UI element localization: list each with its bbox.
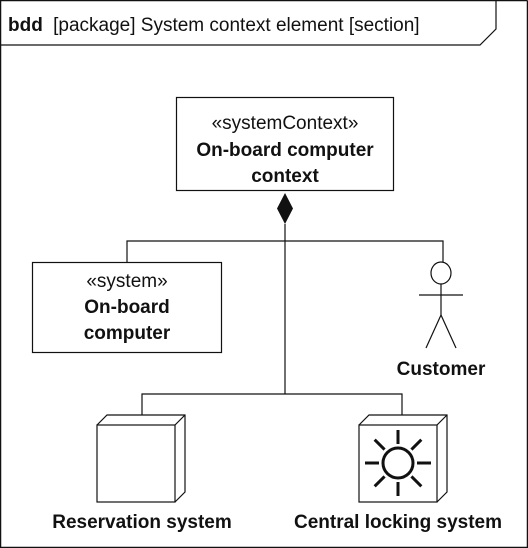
customer-label: Customer (397, 359, 486, 380)
frame-header-text: [package] System context element [sectio… (53, 15, 419, 36)
locking-node[interactable]: Central locking system (294, 414, 502, 533)
frame-keyword: bdd (8, 15, 43, 36)
context-block-stereotype: «systemContext» (212, 113, 359, 134)
frame-header-tab (1, 1, 497, 46)
context-block[interactable]: «systemContext» On-board computer contex… (175, 96, 395, 192)
sun-ray (373, 475, 386, 488)
composition-diamond (277, 193, 293, 224)
reservation-node[interactable]: Reservation system (52, 414, 232, 533)
system-block-stereotype: «system» (86, 271, 167, 292)
customer-actor[interactable]: Customer (397, 261, 486, 380)
upper-branch-line (126, 240, 444, 262)
system-block-name-line1: On-board (84, 297, 170, 318)
sun-ray (410, 475, 423, 488)
node-cube-icon (96, 414, 186, 503)
composition-connectors (126, 224, 444, 415)
sun-ray (373, 438, 386, 451)
sun-ray (410, 438, 423, 451)
reservation-label: Reservation system (52, 512, 232, 533)
context-block-name-line2: context (251, 166, 319, 187)
frame-header: bdd [package] System context element [se… (8, 15, 420, 36)
locking-label: Central locking system (294, 512, 502, 533)
context-block-name-line1: On-board computer (196, 140, 374, 161)
lower-branch-line (141, 393, 403, 415)
sun-icon (365, 430, 431, 496)
node-cube-icon (358, 414, 448, 503)
stick-figure-icon (419, 261, 463, 349)
system-block[interactable]: «system» On-board computer (31, 261, 223, 354)
context-block-box (175, 96, 395, 192)
system-block-box (31, 261, 223, 354)
system-block-name-line2: computer (84, 323, 171, 344)
